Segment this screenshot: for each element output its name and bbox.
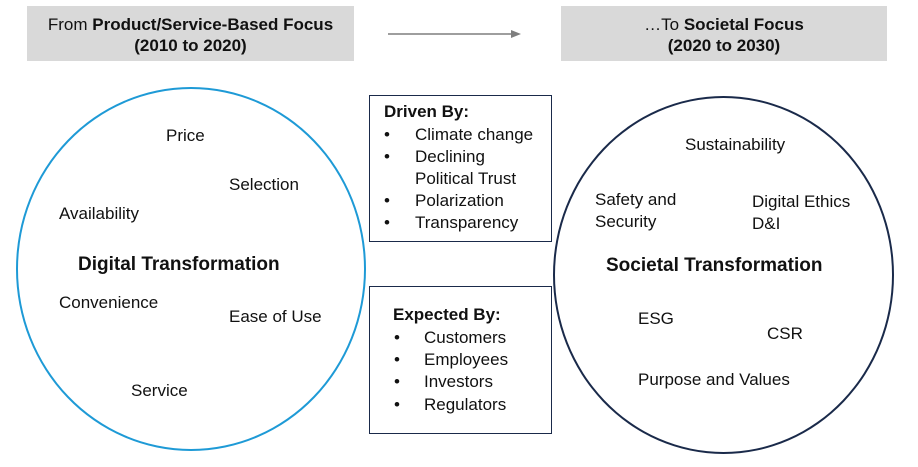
expected-by-title: Expected By: (393, 305, 501, 324)
driven-by-item: •Transparency (384, 213, 519, 232)
term-price: Price (166, 126, 205, 145)
expected-by-item: •Regulators (394, 395, 507, 414)
from-focus-banner: From Product/Service-Based Focus (2010 t… (27, 6, 354, 61)
driven-by-item: •Climate change (384, 125, 534, 144)
from-focus-title: Product/Service-Based Focus (92, 15, 334, 34)
to-focus-banner: …To Societal Focus (2020 to 2030) (561, 6, 887, 61)
term-csr: CSR (767, 324, 803, 343)
driven-by-item: •Polarization (384, 191, 504, 210)
driven-by-box: Driven By: •Climate change •Declining Po… (369, 95, 552, 242)
term-esg: ESG (638, 309, 674, 328)
term-purpose-and-values: Purpose and Values (638, 370, 790, 389)
term-digital-ethics-di: Digital Ethics D&I (752, 192, 851, 233)
driven-by-title: Driven By: (384, 102, 470, 121)
from-focus-period: (2010 to 2020) (134, 36, 247, 55)
term-safety-and-security: Safety and Security (595, 190, 677, 231)
digital-transformation-title: Digital Transformation (78, 254, 280, 275)
to-focus-period: (2020 to 2030) (667, 36, 781, 55)
term-sustainability: Sustainability (685, 135, 786, 154)
digital-transformation-circle (16, 87, 366, 451)
term-convenience: Convenience (59, 293, 159, 312)
term-ease-of-use: Ease of Use (229, 307, 322, 326)
societal-transformation-title: Societal Transformation (606, 255, 823, 276)
to-focus-title: Societal Focus (683, 15, 804, 34)
term-selection: Selection (229, 175, 299, 194)
from-prefix: From (47, 15, 93, 34)
expected-by-item: •Employees (394, 350, 509, 369)
term-service: Service (131, 381, 188, 400)
term-availability: Availability (59, 204, 140, 223)
to-prefix: …To (644, 15, 684, 34)
expected-by-item: •Customers (394, 328, 507, 347)
driven-by-item: •Declining Political Trust (384, 147, 517, 188)
societal-transformation-circle (553, 96, 894, 454)
expected-by-box: Expected By: •Customers •Employees •Inve… (369, 286, 552, 434)
expected-by-item: •Investors (394, 372, 493, 391)
transition-arrow-icon (388, 30, 521, 38)
